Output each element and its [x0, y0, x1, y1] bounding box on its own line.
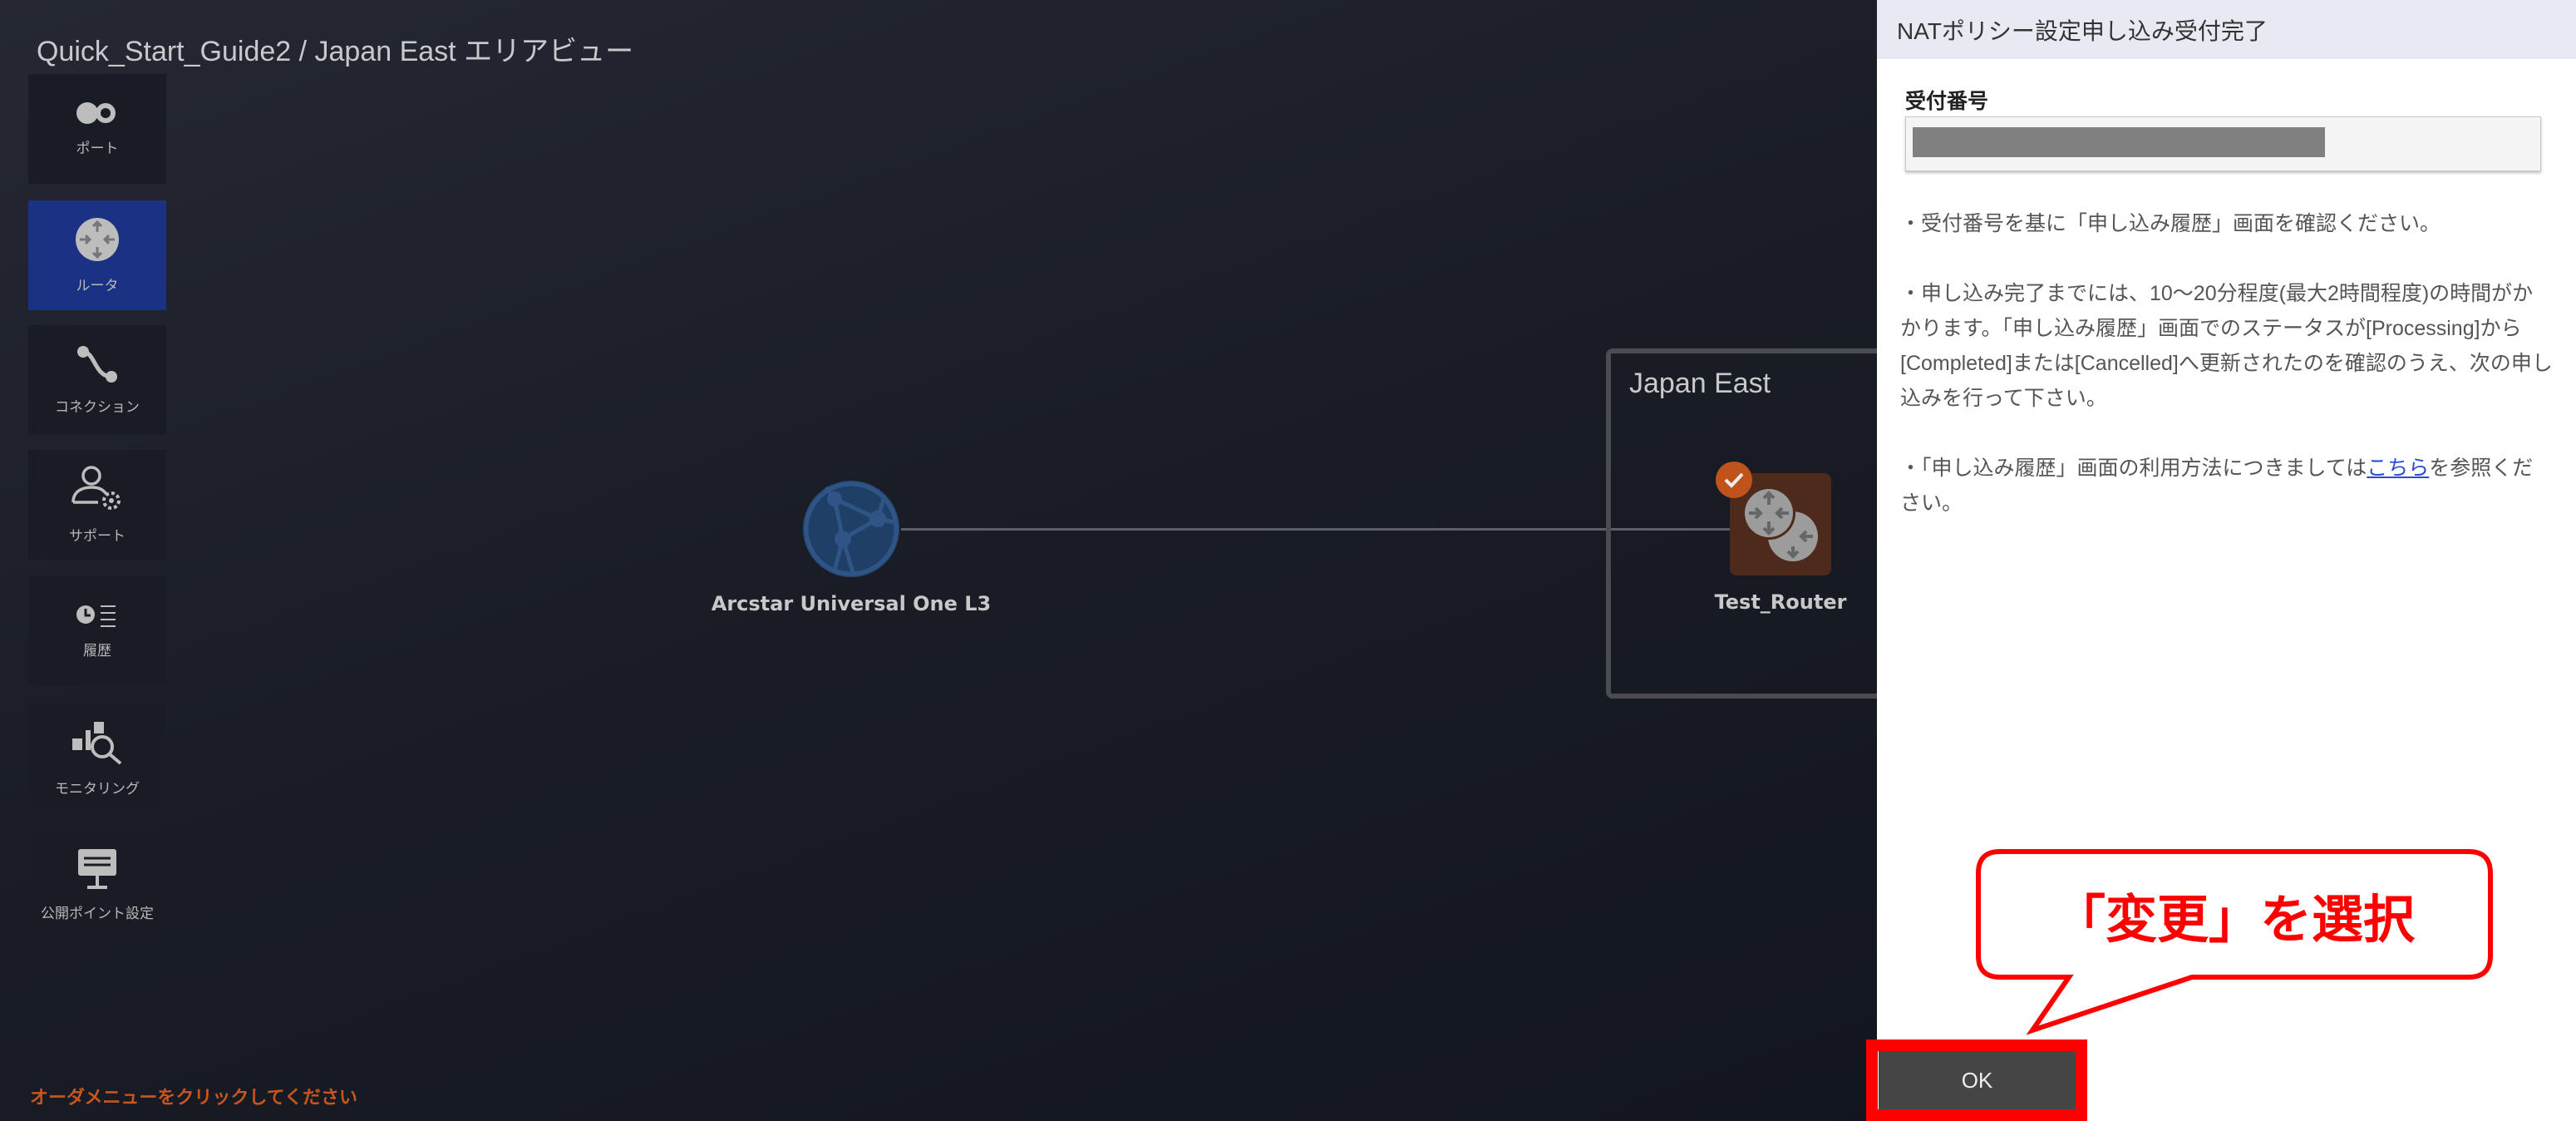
info-paragraph: ・申し込み完了までには、10〜20分程度(最大2時間程度)の時間がかかります。「…	[1900, 282, 2553, 410]
help-link[interactable]: こちら	[2367, 457, 2430, 480]
receipt-number-field[interactable]	[1905, 116, 2541, 171]
receipt-number-label: 受付番号	[1905, 89, 1989, 113]
sidebar-item-router[interactable]: ルータ	[28, 200, 166, 310]
area-label: Japan East	[1629, 368, 1771, 399]
router-node-label: Test_Router	[1714, 590, 1847, 614]
router-icon	[1742, 486, 1818, 561]
history-icon	[76, 605, 116, 627]
sidebar-item-label: サポート	[69, 527, 126, 545]
sidebar-item-connection[interactable]: コネクション	[28, 325, 166, 435]
port-icon	[76, 101, 116, 124]
sidebar-item-label: コネクション	[55, 398, 140, 416]
order-menu-hint: オーダメニューをクリックしてください	[30, 1088, 358, 1109]
ok-button[interactable]: OK	[1879, 1051, 2076, 1109]
callout-bubble	[1976, 849, 2493, 1035]
network-globe-icon[interactable]	[801, 479, 901, 579]
sidebar-item-monitoring[interactable]: モニタリング	[28, 704, 166, 813]
check-badge-icon	[1716, 462, 1752, 498]
router-icon	[76, 217, 119, 261]
page-title: Quick_Start_Guide2 / Japan East エリアビュー	[37, 36, 634, 67]
support-icon	[71, 465, 121, 510]
sidebar-item-label: ルータ	[76, 277, 119, 294]
text: を参照ください。	[1900, 457, 2534, 515]
redacted-value	[1913, 127, 2325, 157]
panel-body: ・受付番号を基に「申し込み履歴」画面を確認ください。 ・申し込み完了までには、1…	[1900, 206, 2553, 556]
sidebar-item-label: 公開ポイント設定	[41, 905, 154, 922]
sidebar-item-port[interactable]: ポート	[28, 74, 166, 184]
sidebar-item-label: モニタリング	[55, 780, 140, 798]
monitoring-icon	[72, 721, 122, 765]
connection-line	[901, 528, 1732, 531]
sidebar-item-label: 履歴	[83, 642, 111, 659]
sidebar-item-history[interactable]: 履歴	[28, 575, 166, 685]
panel-title: NATポリシー設定申し込み受付完了	[1877, 0, 2576, 59]
info-paragraph: ・受付番号を基に「申し込み履歴」画面を確認ください。	[1900, 212, 2441, 235]
public-point-icon	[78, 848, 116, 889]
highlight-box	[1866, 1040, 2087, 1121]
sidebar-item-support[interactable]: サポート	[28, 450, 166, 560]
sidebar-item-label: ポート	[76, 140, 119, 157]
info-paragraph: ・「申し込み履歴」画面の利用方法につきましてはこちらを参照ください。	[1900, 451, 2553, 521]
sidebar-item-public-point[interactable]: 公開ポイント設定	[28, 830, 166, 940]
network-node-label: Arcstar Universal One L3	[711, 592, 992, 615]
callout-text: 「変更」を選択	[2053, 888, 2415, 950]
text: ・「申し込み履歴」画面の利用方法につきましては	[1900, 457, 2367, 480]
connection-icon	[77, 345, 117, 383]
